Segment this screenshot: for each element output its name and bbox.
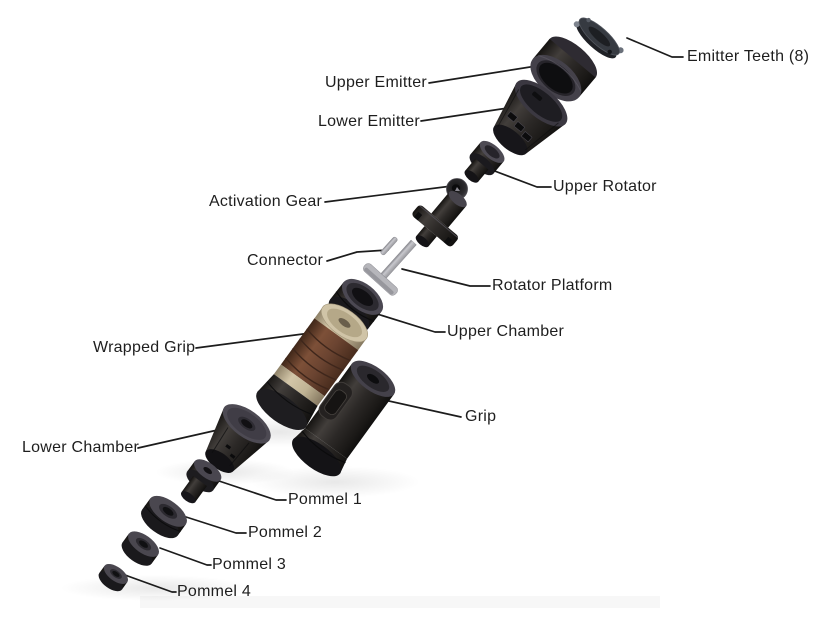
label-lower-chamber: Lower Chamber xyxy=(22,439,140,456)
leader-grip xyxy=(379,398,462,418)
leader-activation-gear xyxy=(324,185,453,203)
part-wrapped-grip xyxy=(256,303,368,430)
label-emitter-teeth: Emitter Teeth (8) xyxy=(687,48,810,65)
part-pommel-4 xyxy=(98,563,128,592)
part-upper-chamber xyxy=(328,278,384,332)
part-lower-chamber xyxy=(205,404,271,473)
part-connector xyxy=(380,236,398,256)
part-grip xyxy=(292,360,396,477)
leader-pommel-1 xyxy=(218,480,287,501)
label-pommel-4: Pommel 4 xyxy=(177,583,252,600)
label-upper-emitter: Upper Emitter xyxy=(325,74,427,91)
label-pommel-3: Pommel 3 xyxy=(212,556,287,573)
part-pommel-1 xyxy=(180,459,222,504)
leader-lower-chamber xyxy=(137,428,223,449)
leader-connector xyxy=(326,249,389,262)
part-pommel-3 xyxy=(121,531,159,566)
leader-pommel-2 xyxy=(182,515,247,534)
part-upper-rotator xyxy=(464,140,505,183)
leader-upper-emitter xyxy=(428,63,550,84)
label-grip: Grip xyxy=(465,408,497,425)
part-emitter-teeth xyxy=(573,17,624,59)
leader-upper-rotator xyxy=(491,169,552,188)
leader-lower-emitter xyxy=(420,107,509,122)
leader-upper-chamber xyxy=(373,312,446,333)
part-rotator-platform xyxy=(363,239,417,296)
label-upper-rotator: Upper Rotator xyxy=(553,178,657,195)
part-rotator-body xyxy=(412,190,467,248)
label-connector: Connector xyxy=(247,252,324,269)
leader-lines xyxy=(124,37,684,593)
label-lower-emitter: Lower Emitter xyxy=(318,113,420,130)
label-wrapped-grip: Wrapped Grip xyxy=(93,339,196,356)
leader-emitter-teeth xyxy=(626,37,684,58)
label-upper-chamber: Upper Chamber xyxy=(447,323,565,340)
leader-pommel-4 xyxy=(124,574,177,593)
part-pommel-2 xyxy=(141,495,187,539)
label-pommel-1: Pommel 1 xyxy=(288,491,363,508)
label-pommel-2: Pommel 2 xyxy=(248,524,323,541)
label-activation-gear: Activation Gear xyxy=(209,193,323,210)
leader-rotator-platform xyxy=(401,268,491,287)
part-lower-emitter xyxy=(493,79,568,156)
label-rotator-platform: Rotator Platform xyxy=(492,277,613,294)
part-upper-emitter xyxy=(530,36,598,102)
leader-pommel-3 xyxy=(159,547,212,566)
